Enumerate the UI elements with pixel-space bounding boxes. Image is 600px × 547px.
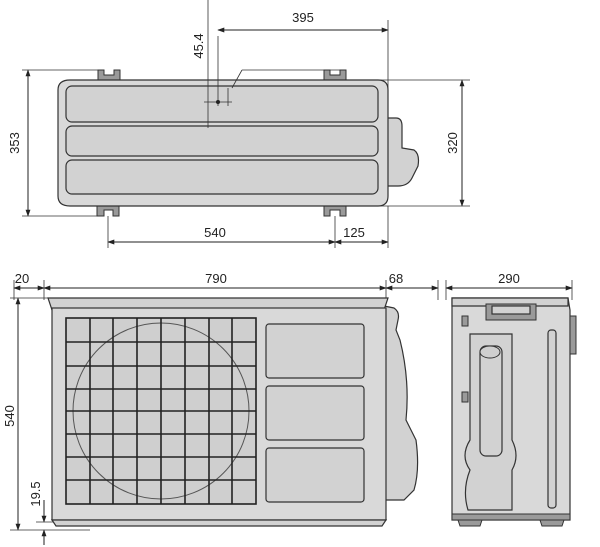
valve-cover-top xyxy=(381,117,420,187)
top-view: 395 45.4 353 320 540 125 xyxy=(7,0,470,248)
dim-foot-height: 19.5 xyxy=(28,481,43,506)
dim-offset-front: 45.4 xyxy=(191,33,206,58)
dim-mount-spacing: 540 xyxy=(204,225,226,240)
dim-mount-offset: 125 xyxy=(343,225,365,240)
side-view: 290 xyxy=(445,271,577,527)
dim-front-width: 790 xyxy=(205,271,227,286)
dim-offset-right: 395 xyxy=(292,10,314,25)
top-slat-2 xyxy=(65,125,379,157)
fan-grille-bars xyxy=(66,318,256,504)
front-view: 20 790 68 540 19.5 xyxy=(2,271,439,545)
dim-front-height: 540 xyxy=(2,405,17,427)
dim-side-depth: 290 xyxy=(498,271,520,286)
front-panel-3 xyxy=(265,447,365,503)
top-slat-1 xyxy=(65,85,379,123)
dim-valve-protrusion: 68 xyxy=(389,271,403,286)
valve-cover-front xyxy=(383,305,419,501)
top-slat-3 xyxy=(65,159,379,195)
dim-depth-right: 320 xyxy=(445,132,460,154)
side-slot xyxy=(547,329,557,509)
dim-depth-left: 353 xyxy=(7,132,22,154)
mount-brackets-top xyxy=(96,69,347,217)
side-bracket xyxy=(569,315,577,355)
front-panel-1 xyxy=(265,323,365,379)
front-panel-2 xyxy=(265,385,365,441)
dim-left-overhang: 20 xyxy=(15,271,29,286)
